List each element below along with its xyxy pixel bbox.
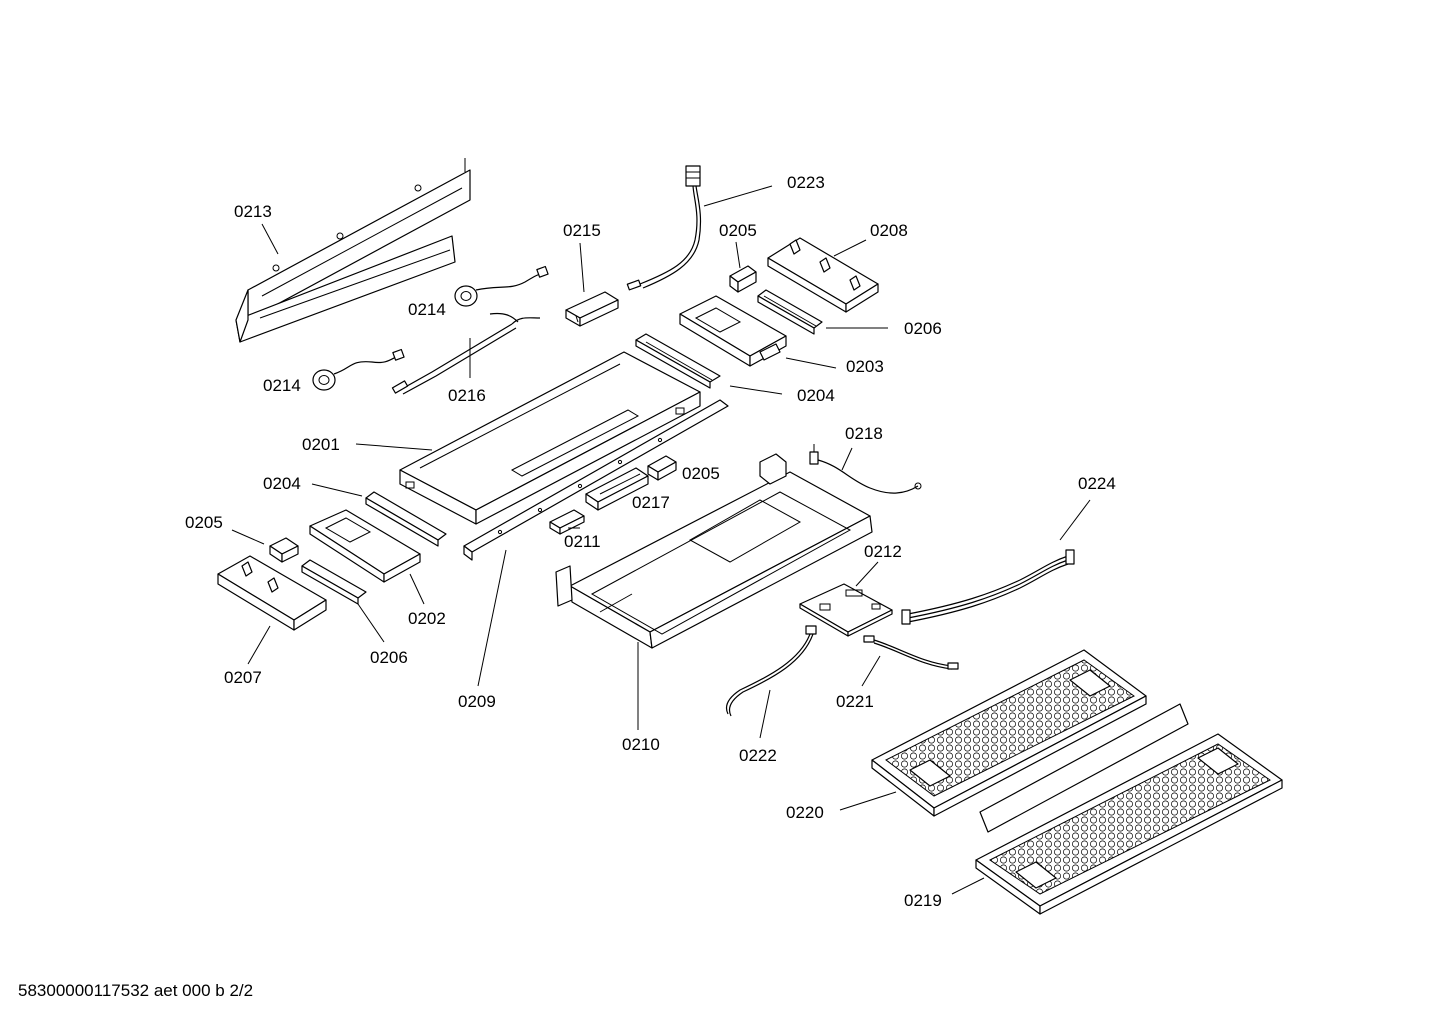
document-id: 58300000117532 aet 000 b 2/2 bbox=[18, 981, 254, 1000]
part-0217-button-strip bbox=[585, 467, 649, 511]
part-0204-rail-bottom bbox=[365, 491, 447, 547]
callout-labels: 0213 0215 0223 0205 0208 0214 0206 0203 … bbox=[185, 173, 1116, 910]
callout-0205-left: 0205 bbox=[185, 513, 223, 532]
part-0205-clip-top bbox=[729, 265, 757, 293]
callout-0204-bottom: 0204 bbox=[263, 474, 301, 493]
part-0222-cable bbox=[725, 625, 817, 717]
callout-0212: 0212 bbox=[864, 542, 902, 561]
part-0213-mounting-rail bbox=[235, 158, 471, 343]
callout-0217: 0217 bbox=[632, 493, 670, 512]
part-0224-ribbon-cable bbox=[901, 549, 1075, 625]
callout-0205-mid: 0205 bbox=[682, 464, 720, 483]
callout-0214-upper: 0214 bbox=[408, 300, 446, 319]
callout-0224: 0224 bbox=[1078, 474, 1116, 493]
part-0220-grease-filter bbox=[871, 649, 1147, 817]
part-0211-light-cover bbox=[549, 509, 585, 535]
part-0205-clip-mid bbox=[647, 455, 677, 481]
part-0223-cable bbox=[626, 165, 702, 291]
callout-0215: 0215 bbox=[563, 221, 601, 240]
callout-0219: 0219 bbox=[904, 891, 942, 910]
part-0206-strip-top bbox=[757, 289, 823, 335]
callout-0220: 0220 bbox=[786, 803, 824, 822]
part-0219-grease-filter bbox=[975, 703, 1283, 915]
part-0221-cable bbox=[863, 635, 959, 670]
part-0209-front-strip bbox=[463, 399, 729, 561]
part-0210-base-frame bbox=[555, 453, 873, 649]
part-0214-speaker-lower bbox=[312, 348, 405, 391]
part-0218-sensor-cable bbox=[809, 444, 922, 494]
part-0215-transformer bbox=[565, 291, 619, 327]
part-0214-speaker-upper bbox=[454, 265, 549, 307]
callout-0206-top: 0206 bbox=[904, 319, 942, 338]
callout-0222: 0222 bbox=[739, 746, 777, 765]
callout-0204-top: 0204 bbox=[797, 386, 835, 405]
part-0205-clip-left bbox=[269, 537, 299, 563]
callout-0209: 0209 bbox=[458, 692, 496, 711]
callout-0207: 0207 bbox=[224, 668, 262, 687]
callout-0203: 0203 bbox=[846, 357, 884, 376]
callout-0208: 0208 bbox=[870, 221, 908, 240]
part-0203-control-module bbox=[679, 295, 787, 367]
callout-0216: 0216 bbox=[448, 386, 486, 405]
callout-0201: 0201 bbox=[302, 435, 340, 454]
callout-0218: 0218 bbox=[845, 424, 883, 443]
part-0212-circuit-board bbox=[799, 583, 893, 637]
part-0201-housing-cover bbox=[399, 351, 701, 525]
callout-0205-top: 0205 bbox=[719, 221, 757, 240]
callout-0223: 0223 bbox=[787, 173, 825, 192]
part-0207-bracket-bottom bbox=[217, 555, 327, 631]
callout-0214-lower: 0214 bbox=[263, 376, 301, 395]
part-0202-control-module bbox=[309, 509, 421, 583]
callout-0211: 0211 bbox=[564, 532, 601, 551]
part-0208-bracket-top bbox=[767, 237, 879, 313]
leader-lines bbox=[231, 185, 1091, 895]
callout-0202: 0202 bbox=[408, 609, 446, 628]
part-0216-cable bbox=[391, 312, 541, 395]
callout-0213: 0213 bbox=[234, 202, 272, 221]
callout-0221: 0221 bbox=[836, 692, 874, 711]
callout-0206-bottom: 0206 bbox=[370, 648, 408, 667]
part-0204-rail-top bbox=[635, 333, 721, 389]
callout-0210: 0210 bbox=[622, 735, 660, 754]
